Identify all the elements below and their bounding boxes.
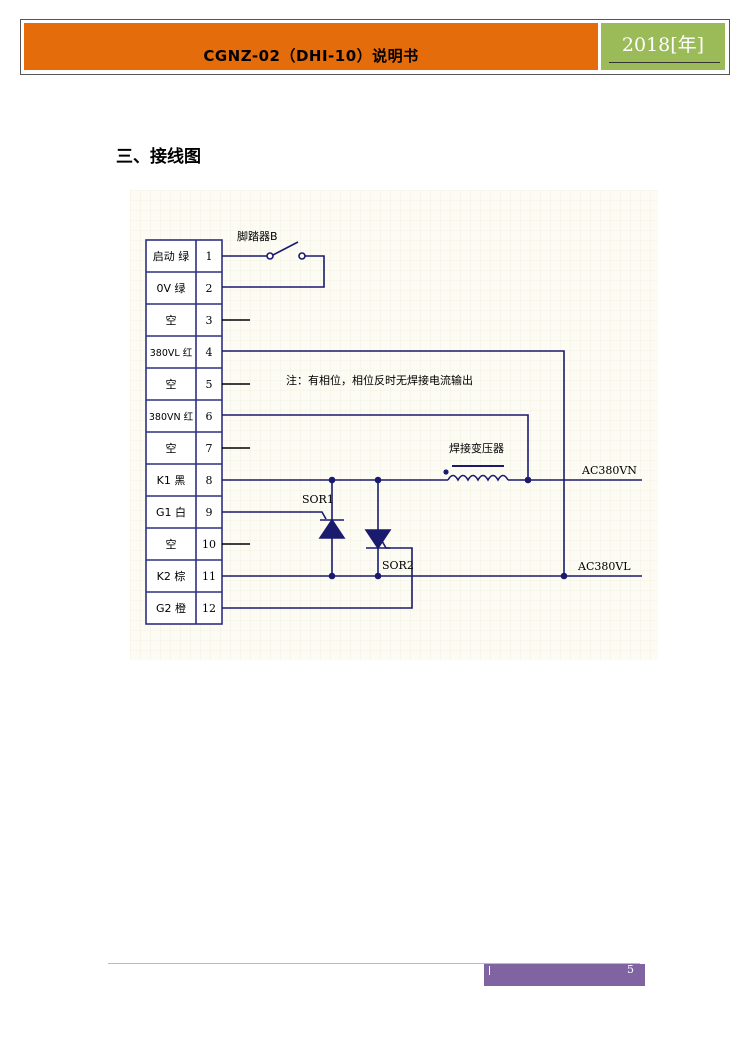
terminal-number: 5 (206, 378, 213, 391)
terminal-number: 10 (202, 538, 216, 551)
sor2-label: SOR2 (382, 559, 414, 572)
junction-380vn (524, 476, 532, 484)
footer-rule (108, 963, 640, 964)
document-title: CGNZ-02（DHI-10）说明书 (203, 47, 419, 65)
terminal-number: 6 (206, 410, 213, 423)
terminal-label: 空 (166, 313, 177, 327)
sor2-diode (364, 529, 392, 550)
footer-tick (489, 966, 490, 975)
page-number: 5 (627, 963, 634, 976)
terminal-number: 4 (206, 346, 213, 359)
foot-switch-label: 脚踏器B (237, 229, 278, 243)
ac380vl-label: AC380VL (577, 560, 631, 573)
components (318, 469, 568, 580)
terminal-number: 12 (202, 602, 216, 615)
terminal-label: 空 (166, 537, 177, 551)
terminal-label: K1 黑 (157, 474, 186, 487)
phase-note: 注：有相位，相位反时无焊接电流输出 (286, 373, 473, 387)
wiring-diagram-svg: 启动 绿 1 0V 绿 2 空 3 380VL 红 4 空 5 380VN 红 6 空 7 K1 黑 8 G1 … (130, 190, 658, 660)
terminal-number: 8 (206, 474, 213, 487)
terminal-label: 启动 绿 (153, 249, 190, 263)
terminal-number: 7 (206, 442, 213, 455)
terminal-label: K2 棕 (157, 569, 186, 583)
junction-k1-sor1 (328, 476, 336, 484)
switch-lever (272, 241, 299, 256)
ac380vn-label: AC380VN (581, 464, 637, 477)
terminal-number: 11 (202, 570, 216, 583)
junction-k1-sor2 (374, 476, 382, 484)
transformer-polarity-dot (443, 469, 449, 475)
section-title: 三、接线图 (116, 147, 201, 167)
transformer-coil (447, 474, 509, 482)
junction-k2-sor2 (374, 572, 382, 580)
junction-k2-sor1 (328, 572, 336, 580)
terminal-number: 2 (206, 282, 213, 295)
wiring-diagram: 启动 绿 1 0V 绿 2 空 3 380VL 红 4 空 5 380VN 红 6 空 7 K1 黑 8 G1 … (130, 190, 658, 660)
wire-380vn (222, 414, 529, 480)
terminal-number: 9 (206, 506, 213, 519)
sor1-label: SOR1 (302, 493, 334, 506)
wire-g2 (222, 540, 413, 609)
terminal-label: 空 (166, 377, 177, 391)
wiring-lines (222, 241, 642, 609)
header-year: 2018[年] (621, 34, 705, 56)
switch-contact-right (298, 252, 306, 260)
wire-0v (222, 255, 325, 288)
terminal-label: 380VL 红 (150, 347, 193, 359)
terminal-label: 0V 绿 (156, 281, 185, 295)
terminal-label: G2 橙 (156, 601, 186, 615)
footer-bar (484, 964, 645, 986)
wire-380vl (222, 350, 565, 576)
terminal-label: 380VN 红 (149, 411, 194, 423)
terminal-number: 1 (206, 250, 213, 263)
terminal-label: G1 白 (156, 505, 186, 519)
switch-contact-left (266, 252, 274, 260)
terminal-label: 空 (166, 441, 177, 455)
header-title-bar (24, 23, 598, 70)
junction-380vl (560, 572, 568, 580)
terminal-number: 3 (206, 314, 213, 327)
sor1-diode (318, 518, 346, 539)
header-year-underline (609, 62, 720, 63)
wire-g1 (222, 511, 327, 520)
transformer-label: 焊接变压器 (449, 441, 504, 455)
